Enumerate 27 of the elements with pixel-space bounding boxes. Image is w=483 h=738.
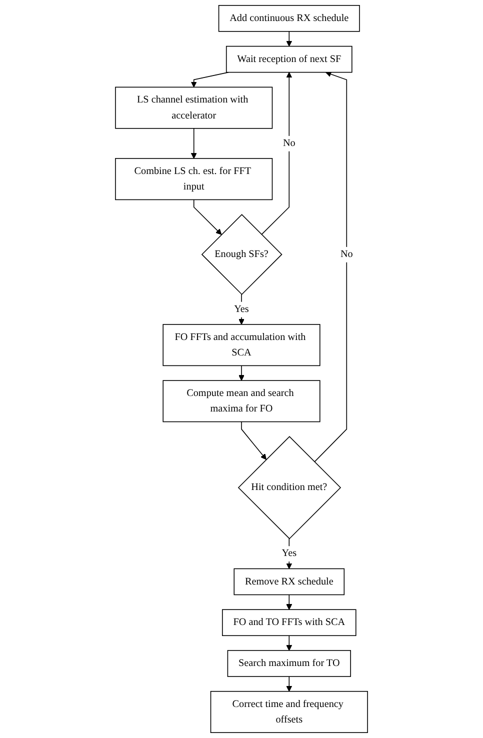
edge-label: No: [282, 138, 296, 149]
node-box: Combine LS ch. est. for FFT input: [115, 158, 273, 200]
edge-label: Yes: [282, 548, 297, 559]
arrow: [286, 676, 292, 692]
edge-label: No: [340, 248, 353, 260]
node-box: Remove RX schedule: [234, 568, 345, 596]
arrow: [286, 594, 292, 610]
node-box: FO FFTs and accumulation with SCA: [162, 324, 320, 366]
arrow: [238, 365, 244, 381]
node-box: Add continuous RX schedule: [218, 5, 360, 32]
node-box: FO and TO FFTs with SCA: [222, 609, 356, 636]
arrow: [190, 128, 197, 159]
edge-label: Yes: [234, 304, 249, 315]
node-diamond: Enough SFs?: [201, 214, 282, 295]
node-diamond: Hit condition met?: [238, 436, 342, 540]
node-box: Wait reception of next SF: [226, 46, 352, 73]
node-box: Compute mean and search maxima for FO: [162, 380, 320, 422]
arrow: [314, 71, 348, 462]
arrow: [190, 72, 229, 88]
arrow: [261, 72, 292, 235]
node-box: Correct time and frequency offsets: [210, 690, 368, 733]
node-box: Search maximum for TO: [227, 650, 351, 677]
arrow: [193, 199, 222, 235]
node-box: LS channel estimation with accelerator: [115, 86, 273, 129]
arrow: [241, 421, 266, 460]
arrow: [286, 31, 292, 47]
arrow: [286, 635, 292, 651]
